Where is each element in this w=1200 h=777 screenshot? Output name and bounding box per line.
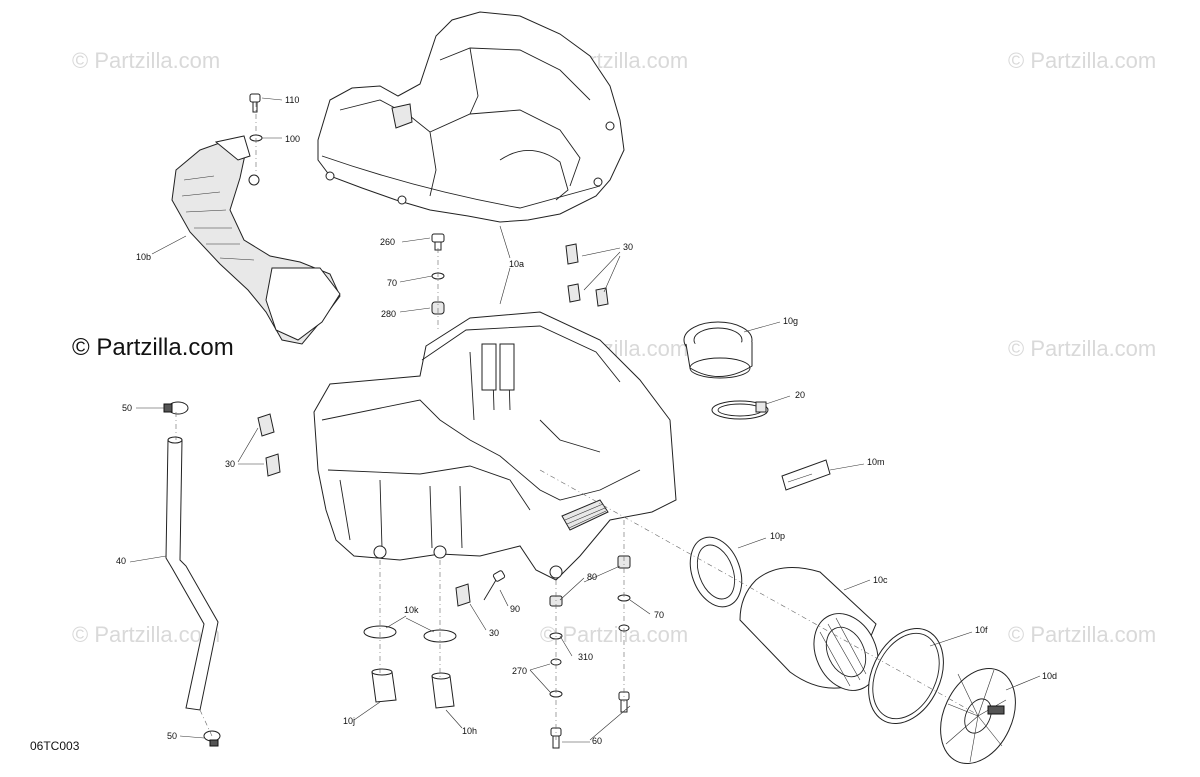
callout-10p: 10p <box>770 531 786 541</box>
watermark-bottom-center: © Partzilla.com <box>540 622 689 647</box>
callout-70-mid: 70 <box>654 610 665 620</box>
diagram-code: 06TC003 <box>30 739 80 753</box>
callout-30-mid: 30 <box>489 628 500 638</box>
callout-10g: 10g <box>783 316 799 326</box>
airbox-base <box>313 311 677 581</box>
clamp-20 <box>711 400 769 420</box>
watermark-bottom-left: © Partzilla.com <box>72 622 221 647</box>
watermark-main: © Partzilla.com <box>72 334 234 361</box>
watermark-mid-right: © Partzilla.com <box>1008 336 1157 361</box>
clamp-50-bottom <box>203 730 221 747</box>
screw-90 <box>483 570 506 601</box>
callout-10m: 10m <box>867 457 885 467</box>
callout-60: 60 <box>592 736 603 746</box>
end-cap-10d <box>940 667 1016 765</box>
callout-10k: 10k <box>404 605 419 615</box>
intake-duct-10b <box>171 135 341 345</box>
callout-280: 280 <box>381 309 397 319</box>
clips-30-left <box>257 413 281 477</box>
upper-cover <box>317 11 625 223</box>
cap-10h <box>431 672 455 709</box>
clip-30-mid <box>455 583 471 607</box>
callout-50-top: 50 <box>122 403 133 413</box>
callout-30-top: 30 <box>623 242 634 252</box>
callout-10b: 10b <box>136 252 152 262</box>
callout-20: 20 <box>795 390 806 400</box>
callout-40: 40 <box>116 556 127 566</box>
seal-ring-10p <box>689 536 743 608</box>
boot-10g <box>683 321 753 379</box>
callout-10h: 10h <box>462 726 478 736</box>
callout-70-top: 70 <box>387 278 398 288</box>
callout-10c: 10c <box>873 575 888 585</box>
screw-260 <box>431 233 445 251</box>
gasket-10f <box>868 627 944 725</box>
hose-40 <box>165 436 219 711</box>
callout-10d: 10d <box>1042 671 1058 681</box>
callout-110: 110 <box>285 95 300 105</box>
callout-260: 260 <box>380 237 396 247</box>
callout-90: 90 <box>510 604 521 614</box>
leader-lines <box>129 97 1041 743</box>
watermark-bottom-right: © Partzilla.com <box>1008 622 1157 647</box>
label-10m <box>781 459 831 491</box>
clips-30-top <box>565 243 609 307</box>
callout-80: 80 <box>587 572 598 582</box>
callout-100: 100 <box>285 134 301 144</box>
callout-30-left: 30 <box>225 459 236 469</box>
callout-10a: 10a <box>509 259 525 269</box>
center-lines <box>175 102 981 740</box>
callout-310: 310 <box>578 652 594 662</box>
screw-110 <box>249 93 261 113</box>
watermark-top-left: © Partzilla.com <box>72 48 221 73</box>
callout-10f: 10f <box>975 625 988 635</box>
cap-10j <box>371 668 397 703</box>
rings-10k <box>363 625 457 643</box>
callout-50-bottom: 50 <box>167 731 178 741</box>
clamp-50-top <box>163 401 189 415</box>
callout-270: 270 <box>512 666 528 676</box>
air-filter-10c <box>739 567 879 691</box>
watermark-top-right: © Partzilla.com <box>1008 48 1157 73</box>
callout-10j: 10j <box>343 716 356 726</box>
